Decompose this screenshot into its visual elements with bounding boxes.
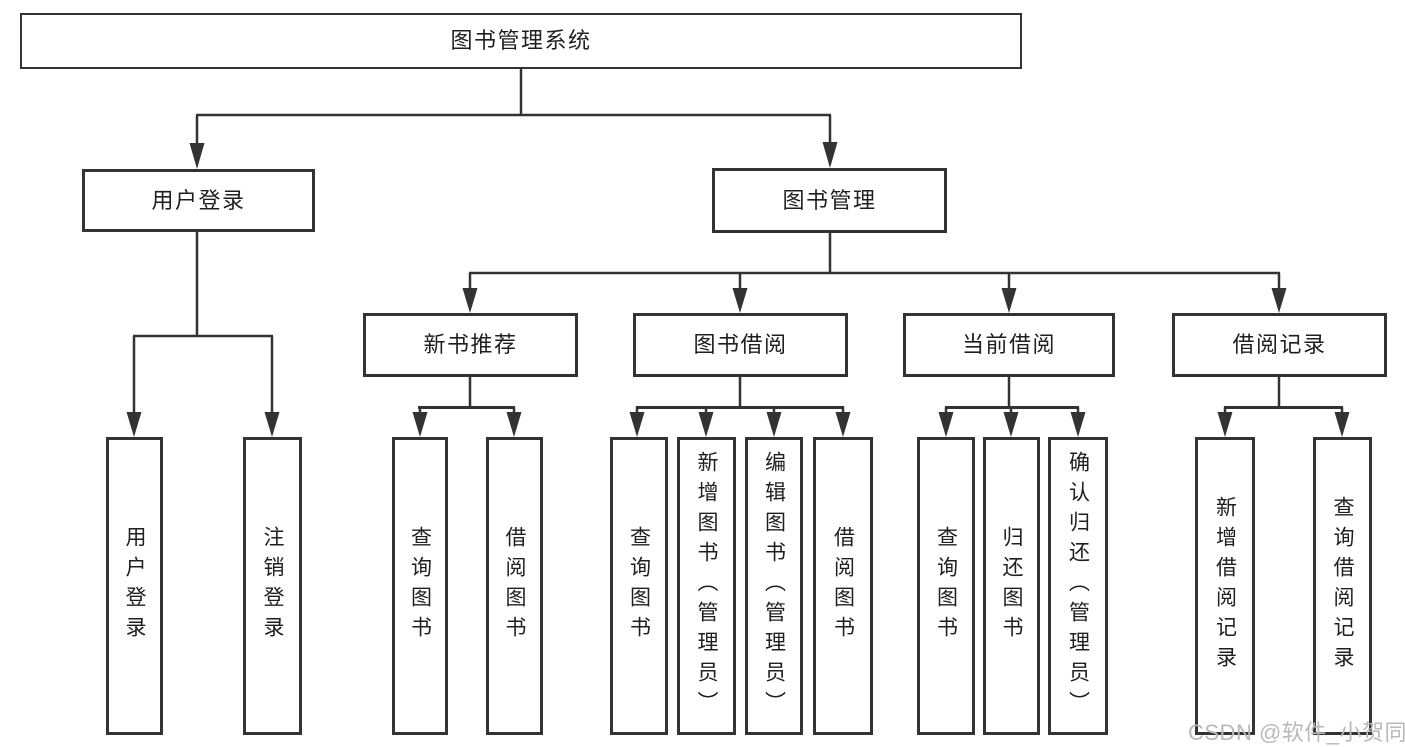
leaf-label: 注销登录 bbox=[261, 526, 284, 646]
leaf-confirm-return-admin: 确认归还（管理员） bbox=[1048, 437, 1108, 735]
leaf-label: 查询图书 bbox=[934, 526, 958, 646]
node-label: 借阅记录 bbox=[1232, 332, 1327, 357]
node-borrow-records: 借阅记录 bbox=[1172, 313, 1387, 377]
leaf-label: 新增图书（管理员） bbox=[695, 451, 718, 721]
leaf-label: 查询图书 bbox=[627, 526, 651, 646]
leaf-label: 借阅图书 bbox=[503, 526, 526, 646]
leaf-label: 查询图书 bbox=[408, 526, 432, 646]
leaf-label: 查询借阅记录 bbox=[1331, 496, 1354, 676]
leaf-add-borrow-record: 新增借阅记录 bbox=[1195, 437, 1255, 735]
leaf-return-book: 归还图书 bbox=[983, 437, 1040, 735]
node-new-book-recommend: 新书推荐 bbox=[363, 313, 578, 377]
node-library-system: 图书管理系统 bbox=[20, 13, 1022, 69]
node-book-management: 图书管理 bbox=[712, 168, 947, 233]
leaf-label: 确认归还（管理员） bbox=[1066, 451, 1090, 721]
node-book-borrow: 图书借阅 bbox=[633, 313, 848, 377]
leaf-label: 新增借阅记录 bbox=[1213, 496, 1237, 676]
node-label: 新书推荐 bbox=[423, 332, 518, 357]
node-label: 用户登录 bbox=[151, 187, 246, 213]
leaf-borrow-books-recommend: 借阅图书 bbox=[486, 437, 543, 735]
leaf-edit-book-admin: 编辑图书（管理员） bbox=[745, 437, 803, 735]
leaf-label: 编辑图书（管理员） bbox=[762, 451, 786, 721]
csdn-watermark: CSDN @软件_小贺同学 bbox=[1188, 720, 1405, 745]
leaf-add-book-admin: 新增图书（管理员） bbox=[677, 437, 736, 735]
node-current-borrow: 当前借阅 bbox=[903, 313, 1115, 377]
node-label: 图书管理系统 bbox=[450, 28, 592, 53]
leaf-query-borrow-record: 查询借阅记录 bbox=[1313, 437, 1372, 735]
leaf-query-books-borrow: 查询图书 bbox=[610, 437, 668, 735]
node-label: 图书管理 bbox=[782, 187, 877, 213]
leaf-query-books-recommend: 查询图书 bbox=[392, 437, 448, 735]
node-user-login: 用户登录 bbox=[82, 169, 315, 232]
leaf-label: 借阅图书 bbox=[831, 526, 855, 646]
leaf-user-login: 用户登录 bbox=[106, 437, 163, 735]
node-label: 当前借阅 bbox=[961, 332, 1056, 357]
leaf-label: 归还图书 bbox=[1000, 526, 1023, 646]
node-label: 图书借阅 bbox=[693, 332, 788, 357]
leaf-borrow-books-borrow: 借阅图书 bbox=[813, 437, 873, 735]
arrowheads bbox=[126, 142, 1350, 437]
leaf-label: 用户登录 bbox=[123, 526, 146, 646]
leaf-logout: 注销登录 bbox=[243, 437, 302, 735]
leaf-query-books-current: 查询图书 bbox=[917, 437, 975, 735]
